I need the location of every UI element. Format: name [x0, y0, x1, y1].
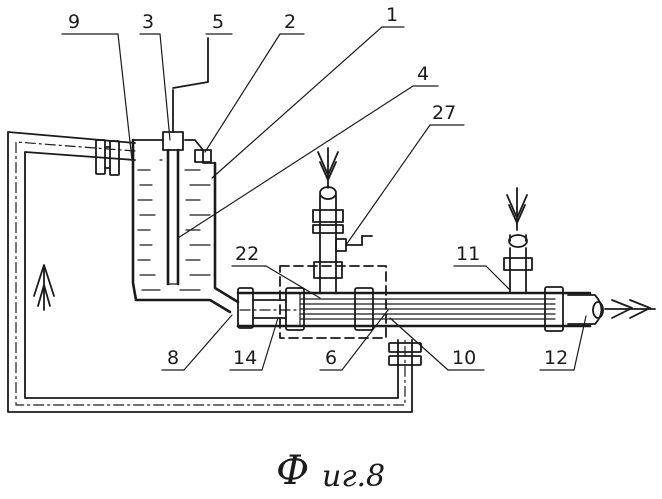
return-loop-pipe [8, 132, 412, 412]
callout-3: 3 [142, 11, 154, 33]
callout-6: 6 [325, 347, 337, 369]
outlet-flow-arrow-icon [605, 300, 655, 318]
callout-27: 27 [432, 102, 456, 124]
caption-rest: иг.8 [322, 459, 385, 494]
callout-4: 4 [417, 63, 429, 85]
callout-22: 22 [235, 243, 259, 265]
inlet-valve-left [313, 187, 372, 293]
inlet-pipe-right [504, 235, 532, 293]
tank-vessel [133, 140, 238, 312]
callout-9: 9 [68, 11, 80, 33]
callout-8: 8 [167, 347, 179, 369]
figure-caption: Ф иг.8 [276, 448, 385, 494]
callout-1: 1 [386, 4, 398, 26]
central-tube [163, 38, 208, 284]
inlet-arrow-right-icon [507, 188, 527, 230]
callout-5: 5 [212, 11, 224, 33]
callout-14: 14 [233, 347, 257, 369]
return-flow-arrow-icon [34, 265, 54, 310]
callout-10: 10 [452, 347, 476, 369]
callout-12: 12 [544, 347, 568, 369]
callout-11: 11 [456, 243, 480, 265]
main-pipe [238, 293, 603, 326]
caption-initial: Ф [276, 448, 309, 494]
callout-2: 2 [284, 11, 296, 33]
inlet-arrow-left-icon [318, 148, 338, 188]
